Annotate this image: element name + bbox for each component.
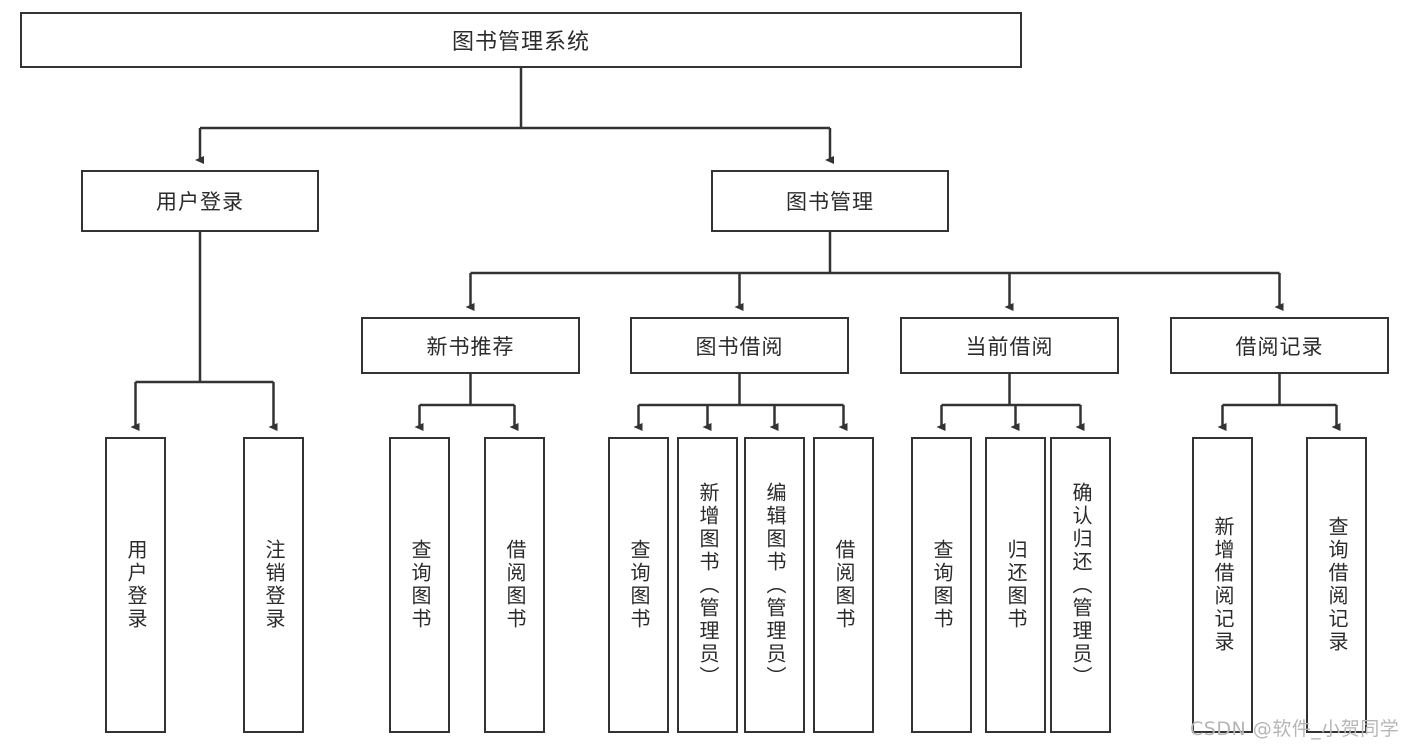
node-book-management-system-label: 图书管理系统 — [451, 30, 590, 55]
leaf-leaf-query-record-label-vertical: 查询借阅记录 — [1325, 516, 1349, 654]
leaf-leaf-query-book-1-label-vertical: 查询图书 — [408, 539, 432, 631]
node-book-borrowing-label: 图书借阅 — [695, 334, 784, 359]
leaf-leaf-return-book-label-vertical: 归还图书 — [1004, 539, 1028, 631]
node-book-management-label: 图书管理 — [786, 190, 874, 214]
node-current-borrowing[interactable]: 当前借阅 — [900, 317, 1119, 374]
node-borrow-record[interactable]: 借阅记录 — [1170, 317, 1389, 374]
leaf-leaf-edit-book[interactable]: 编辑图书（管理员） — [744, 437, 805, 733]
leaf-leaf-borrow-book-1[interactable]: 借阅图书 — [484, 437, 545, 733]
node-new-book-recommendation-label: 新书推荐 — [426, 334, 515, 359]
leaf-leaf-return-book[interactable]: 归还图书 — [985, 437, 1046, 733]
leaf-leaf-query-book-2[interactable]: 查询图书 — [608, 437, 669, 733]
leaf-leaf-confirm-return-label-vertical: 确认归还（管理员） — [1069, 481, 1093, 689]
leaf-leaf-add-book-label-vertical: 新增图书（管理员） — [696, 481, 720, 689]
leaf-leaf-query-book-3[interactable]: 查询图书 — [911, 437, 972, 733]
node-current-borrowing-label: 当前借阅 — [965, 334, 1054, 359]
leaf-leaf-query-record[interactable]: 查询借阅记录 — [1306, 437, 1367, 733]
node-book-management[interactable]: 图书管理 — [711, 170, 949, 232]
leaf-leaf-confirm-return[interactable]: 确认归还（管理员） — [1050, 437, 1111, 733]
leaf-leaf-logout-login[interactable]: 注销登录 — [243, 437, 304, 733]
leaf-leaf-edit-book-label-vertical: 编辑图书（管理员） — [763, 481, 787, 689]
leaf-leaf-add-book[interactable]: 新增图书（管理员） — [677, 437, 738, 733]
leaf-leaf-borrow-book-2-label-vertical: 借阅图书 — [832, 539, 856, 631]
leaf-leaf-user-login[interactable]: 用户登录 — [105, 437, 166, 733]
leaf-leaf-query-book-2-label-vertical: 查询图书 — [627, 539, 651, 631]
node-user-login[interactable]: 用户登录 — [81, 170, 319, 232]
node-book-borrowing[interactable]: 图书借阅 — [630, 317, 849, 374]
node-new-book-recommendation[interactable]: 新书推荐 — [361, 317, 580, 374]
leaf-leaf-borrow-book-2[interactable]: 借阅图书 — [813, 437, 874, 733]
node-user-login-label: 用户登录 — [156, 190, 244, 214]
leaf-leaf-query-book-1[interactable]: 查询图书 — [389, 437, 450, 733]
leaf-leaf-borrow-book-1-label-vertical: 借阅图书 — [503, 539, 527, 631]
leaf-leaf-add-record-label-vertical: 新增借阅记录 — [1211, 516, 1235, 654]
node-book-management-system[interactable]: 图书管理系统 — [20, 12, 1022, 68]
csdn-watermark: CSDN @软件_小贺同学 — [1190, 718, 1400, 740]
leaf-leaf-add-record[interactable]: 新增借阅记录 — [1192, 437, 1253, 733]
leaf-leaf-user-login-label-vertical: 用户登录 — [124, 539, 148, 631]
node-borrow-record-label: 借阅记录 — [1235, 334, 1324, 359]
leaf-leaf-query-book-3-label-vertical: 查询图书 — [930, 539, 954, 631]
leaf-leaf-logout-login-label-vertical: 注销登录 — [262, 539, 286, 631]
